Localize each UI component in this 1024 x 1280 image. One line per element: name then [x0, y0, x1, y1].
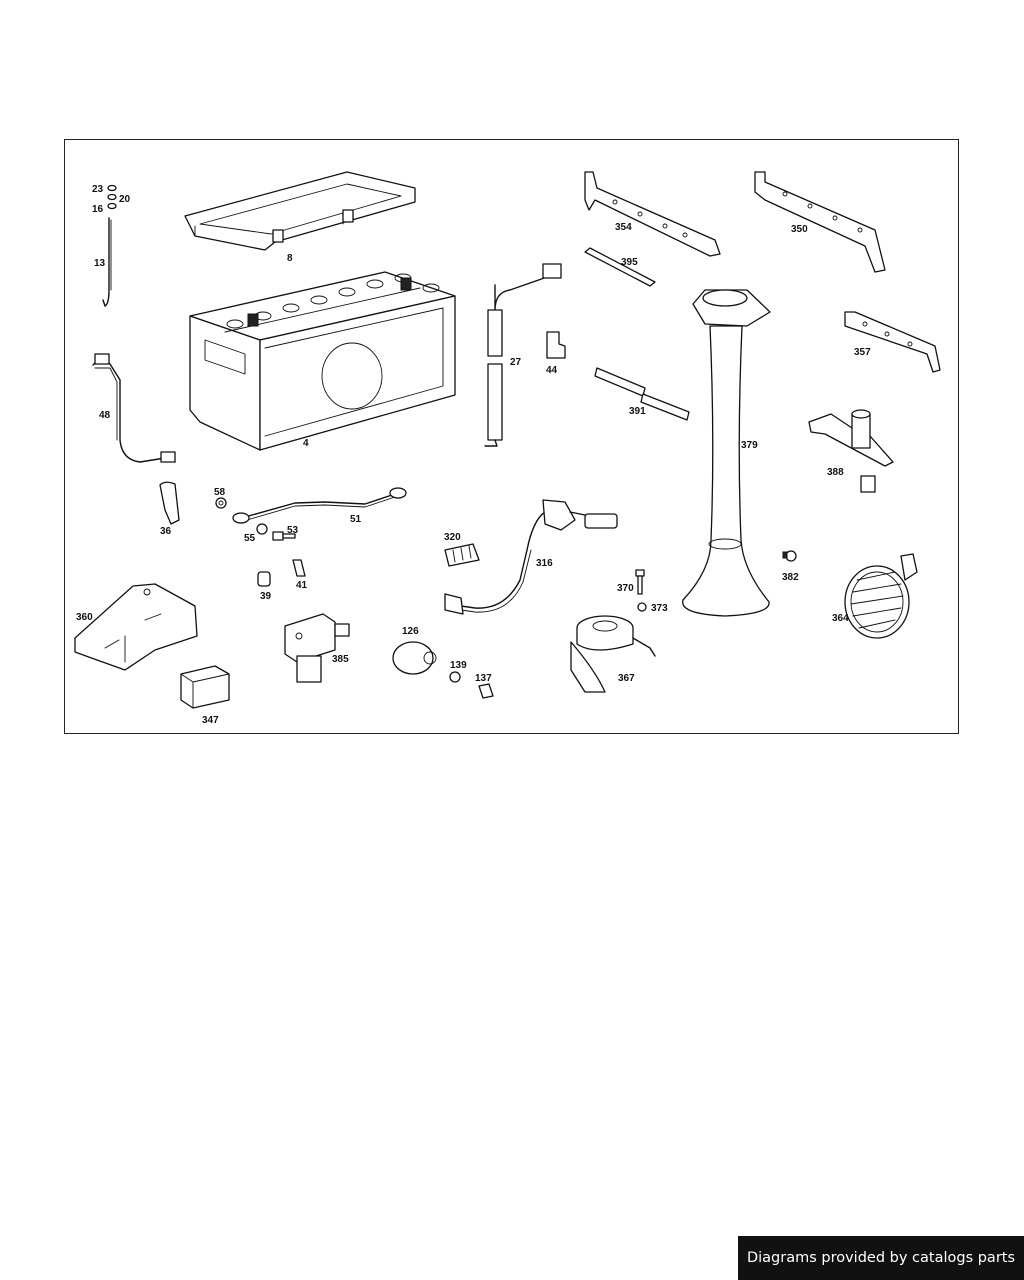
label-27: 27 — [510, 357, 522, 368]
part-320-connector — [444, 543, 480, 567]
part-379-air-horn — [682, 289, 771, 617]
part-354-bracket — [584, 171, 721, 257]
label-395: 395 — [621, 257, 638, 268]
part-41-clamp — [292, 559, 306, 577]
label-51: 51 — [350, 514, 362, 525]
parts-diagram: 23 20 16 13 8 4 48 27 44 354 350 395 357… — [74, 171, 941, 726]
part-39-sleeve — [257, 571, 271, 587]
label-367: 367 — [618, 673, 635, 684]
label-320: 320 — [444, 532, 461, 543]
label-4: 4 — [303, 438, 309, 449]
part-13-hold-down-rod — [102, 217, 112, 307]
part-58-washer — [215, 497, 227, 509]
part-137-cap — [478, 683, 494, 699]
label-55: 55 — [244, 533, 256, 544]
label-20: 20 — [119, 194, 131, 205]
part-360-mounting-bracket — [74, 583, 198, 671]
part-395-strap — [584, 247, 656, 287]
label-360: 360 — [76, 612, 93, 623]
label-36: 36 — [160, 526, 172, 537]
label-382: 382 — [782, 572, 799, 583]
part-382-mounting-screw — [782, 550, 797, 562]
label-385: 385 — [332, 654, 349, 665]
label-370: 370 — [617, 583, 634, 594]
label-137: 137 — [475, 673, 492, 684]
credit-text: Diagrams provided by catalogs parts — [746, 1250, 1016, 1266]
label-357: 357 — [854, 347, 871, 358]
part-391-straps — [594, 367, 690, 421]
part-48-ground-cable — [92, 353, 176, 463]
part-364-horn — [844, 553, 918, 639]
credit-badge: Diagrams provided by catalogs parts — [738, 1236, 1024, 1280]
part-23-nut — [107, 184, 117, 210]
part-27-cable-tube — [484, 263, 562, 447]
part-139-nut — [449, 671, 461, 683]
label-44: 44 — [546, 365, 558, 376]
label-139: 139 — [450, 660, 467, 671]
part-316-wiring-harness — [444, 499, 618, 615]
part-8-battery-frame — [184, 171, 416, 251]
label-373: 373 — [651, 603, 668, 614]
part-51-battery-cable — [232, 487, 407, 524]
part-347-relay — [180, 665, 230, 709]
label-354: 354 — [615, 222, 632, 233]
label-379: 379 — [741, 440, 758, 451]
part-55-washer — [256, 523, 268, 535]
label-347: 347 — [202, 715, 219, 726]
label-53: 53 — [287, 525, 299, 536]
label-388: 388 — [827, 467, 844, 478]
label-16: 16 — [92, 204, 104, 215]
label-41: 41 — [296, 580, 308, 591]
part-53-bolt — [272, 531, 296, 541]
part-36-terminal-cap — [159, 481, 180, 525]
label-350: 350 — [791, 224, 808, 235]
part-44-clip — [546, 331, 566, 359]
label-364: 364 — [832, 613, 849, 624]
part-4-battery — [189, 271, 456, 451]
label-391: 391 — [629, 406, 646, 417]
part-126-horn-switch — [392, 641, 437, 675]
part-357-bracket — [844, 311, 941, 373]
part-388-compressor-bracket — [808, 409, 894, 493]
parts-diagram-frame: 23 20 16 13 8 4 48 27 44 354 350 395 357… — [64, 139, 959, 734]
part-350-bracket — [754, 171, 886, 273]
label-23: 23 — [92, 184, 104, 195]
part-370-bolt — [635, 569, 645, 595]
label-8: 8 — [287, 253, 293, 264]
part-385-solenoid-valve — [284, 613, 350, 683]
label-13: 13 — [94, 258, 106, 269]
label-48: 48 — [99, 410, 111, 421]
part-373-nut — [637, 602, 647, 612]
label-39: 39 — [260, 591, 272, 602]
label-58: 58 — [214, 487, 226, 498]
label-316: 316 — [536, 558, 553, 569]
part-367-horn — [570, 615, 656, 693]
label-126: 126 — [402, 626, 419, 637]
